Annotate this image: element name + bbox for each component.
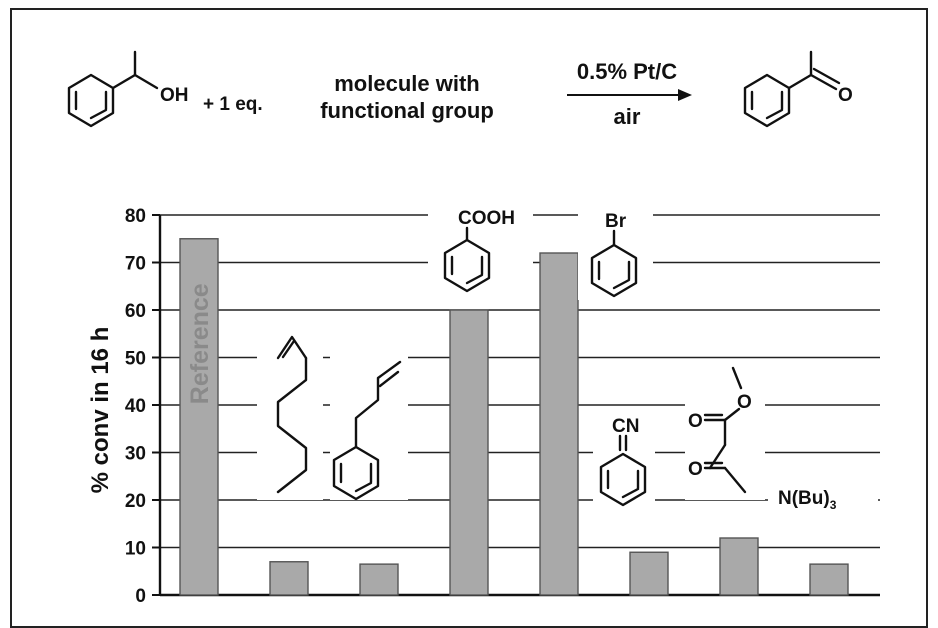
y-tick-label-10: 10 xyxy=(125,539,146,560)
reactant-structure: OH xyxy=(67,50,189,128)
bars xyxy=(179,238,849,596)
methyl-acetoacetate-structure: O O O xyxy=(688,366,752,494)
phenylbutene-structure-mask xyxy=(330,355,408,500)
amine-text: N(Bu) xyxy=(778,488,830,509)
cooh-label: COOH xyxy=(458,208,515,229)
additive-text-line2: functional group xyxy=(320,98,494,123)
bar-labels: Reference xyxy=(186,283,214,404)
bromobenzene-ring xyxy=(590,243,638,298)
br-label: Br xyxy=(605,211,627,232)
bar-benzonitrile xyxy=(629,551,669,596)
ester-carbonyl-o-label: O xyxy=(688,411,703,432)
reactant-benzene-ring xyxy=(67,73,115,128)
cn-label: CN xyxy=(612,416,639,437)
benzonitrile-ring xyxy=(599,452,647,507)
svg-text:N(Bu)3: N(Bu)3 xyxy=(778,488,837,512)
y-tick-label-80: 80 xyxy=(125,206,146,227)
octene-structure xyxy=(276,335,308,494)
bar-benzoic-acid xyxy=(449,309,489,596)
bar-reference xyxy=(179,238,219,596)
product-benzene-ring xyxy=(743,73,791,128)
bar-tributylamine xyxy=(809,563,849,596)
bar-4-phenyl-1-butene xyxy=(359,563,399,596)
y-tick-label-20: 20 xyxy=(125,491,146,512)
benzoic-acid-structure: COOH xyxy=(443,208,515,293)
y-tick-label-40: 40 xyxy=(125,396,146,417)
amine-label-mask xyxy=(768,480,878,516)
br-structure-mask xyxy=(578,205,653,300)
y-tick-label-30: 30 xyxy=(125,444,146,465)
octene-structure-mask xyxy=(257,335,323,500)
y-axis-label: % conv in 16 h xyxy=(87,327,114,494)
plus-equivalent-text: + 1 eq. xyxy=(203,94,263,115)
oxidant-text: air xyxy=(614,104,641,129)
y-tick-label-50: 50 xyxy=(125,349,146,370)
bromobenzene-structure: Br xyxy=(590,211,638,298)
bar-label-reference: Reference xyxy=(186,283,214,404)
ester-o-label: O xyxy=(737,392,752,413)
reaction-arrow xyxy=(567,89,692,101)
y-tick-label-60: 60 xyxy=(125,301,146,322)
bar-1-octene xyxy=(269,561,309,596)
figure-canvas: OH + 1 eq. molecule with functional grou… xyxy=(67,50,880,607)
additive-text-line1: molecule with xyxy=(334,71,479,96)
phenylbutene-structure xyxy=(332,360,402,501)
catalyst-text: 0.5% Pt/C xyxy=(577,59,677,84)
reactant-oh-label: OH xyxy=(160,85,189,106)
y-tick-label-0: 0 xyxy=(135,586,146,607)
tributylamine-label: N(Bu)3 xyxy=(778,488,837,512)
product-structure: O xyxy=(743,50,853,128)
bar-methyl-acetoacetate xyxy=(719,537,759,596)
amine-subscript: 3 xyxy=(830,498,837,512)
keto-o-label: O xyxy=(688,459,703,480)
benzonitrile-structure: CN xyxy=(599,416,647,507)
bar-bromobenzene xyxy=(539,252,579,596)
product-oxygen-label: O xyxy=(838,85,853,106)
y-tick-label-70: 70 xyxy=(125,254,146,275)
benzoic-acid-ring xyxy=(443,238,491,293)
